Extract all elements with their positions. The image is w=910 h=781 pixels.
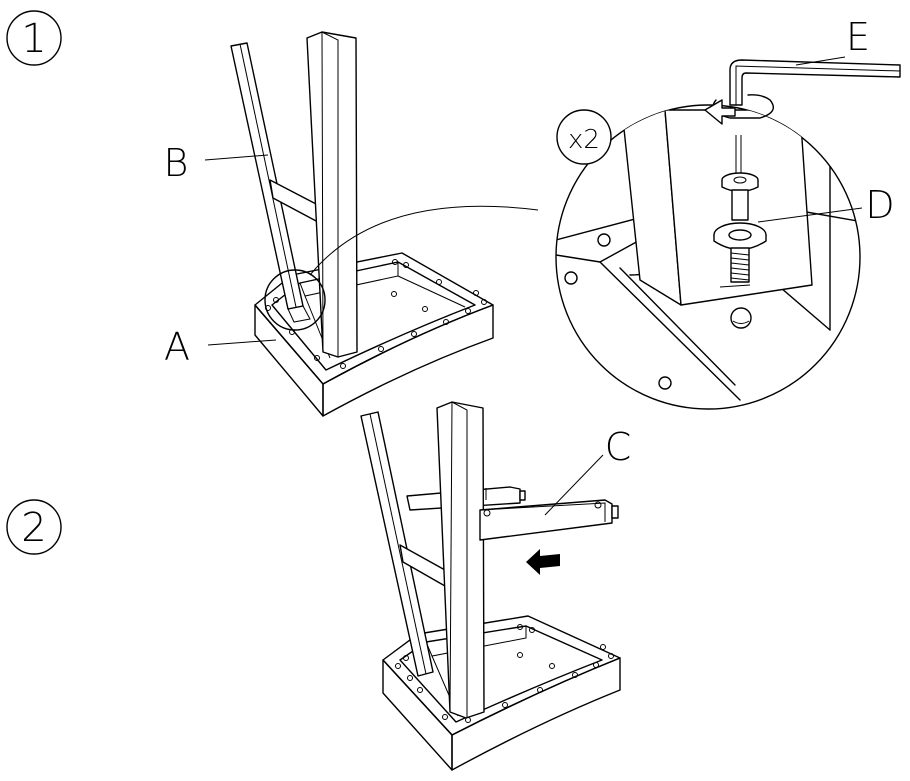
label-b: B <box>164 141 269 185</box>
svg-text:A: A <box>164 325 190 369</box>
svg-text:C: C <box>605 425 632 469</box>
hex-key-e <box>704 59 901 125</box>
label-d: D <box>757 183 895 227</box>
svg-text:B: B <box>164 141 189 185</box>
detail-view: x2 <box>555 104 861 410</box>
step-2-marker: 2 <box>6 499 62 555</box>
quantity-badge <box>556 109 612 165</box>
label-e: E <box>795 15 870 66</box>
legs-b <box>230 31 358 358</box>
step-2-number: 2 <box>21 505 46 551</box>
step-2-assembly <box>360 401 621 771</box>
step-1-circle <box>6 10 62 66</box>
step-1-number: 1 <box>21 16 46 62</box>
step-1-marker: 1 <box>6 10 62 66</box>
svg-text:E: E <box>846 15 870 59</box>
label-c: C <box>544 425 632 516</box>
bolt-d <box>713 135 767 283</box>
quantity-label: x2 <box>568 125 600 155</box>
frame-a <box>254 252 494 417</box>
step-2-circle <box>6 499 62 555</box>
insert-arrow-icon <box>526 549 560 575</box>
detail-leader <box>309 205 539 276</box>
svg-text:D: D <box>865 183 894 227</box>
detail-callout <box>264 269 326 331</box>
label-a: A <box>164 325 277 369</box>
